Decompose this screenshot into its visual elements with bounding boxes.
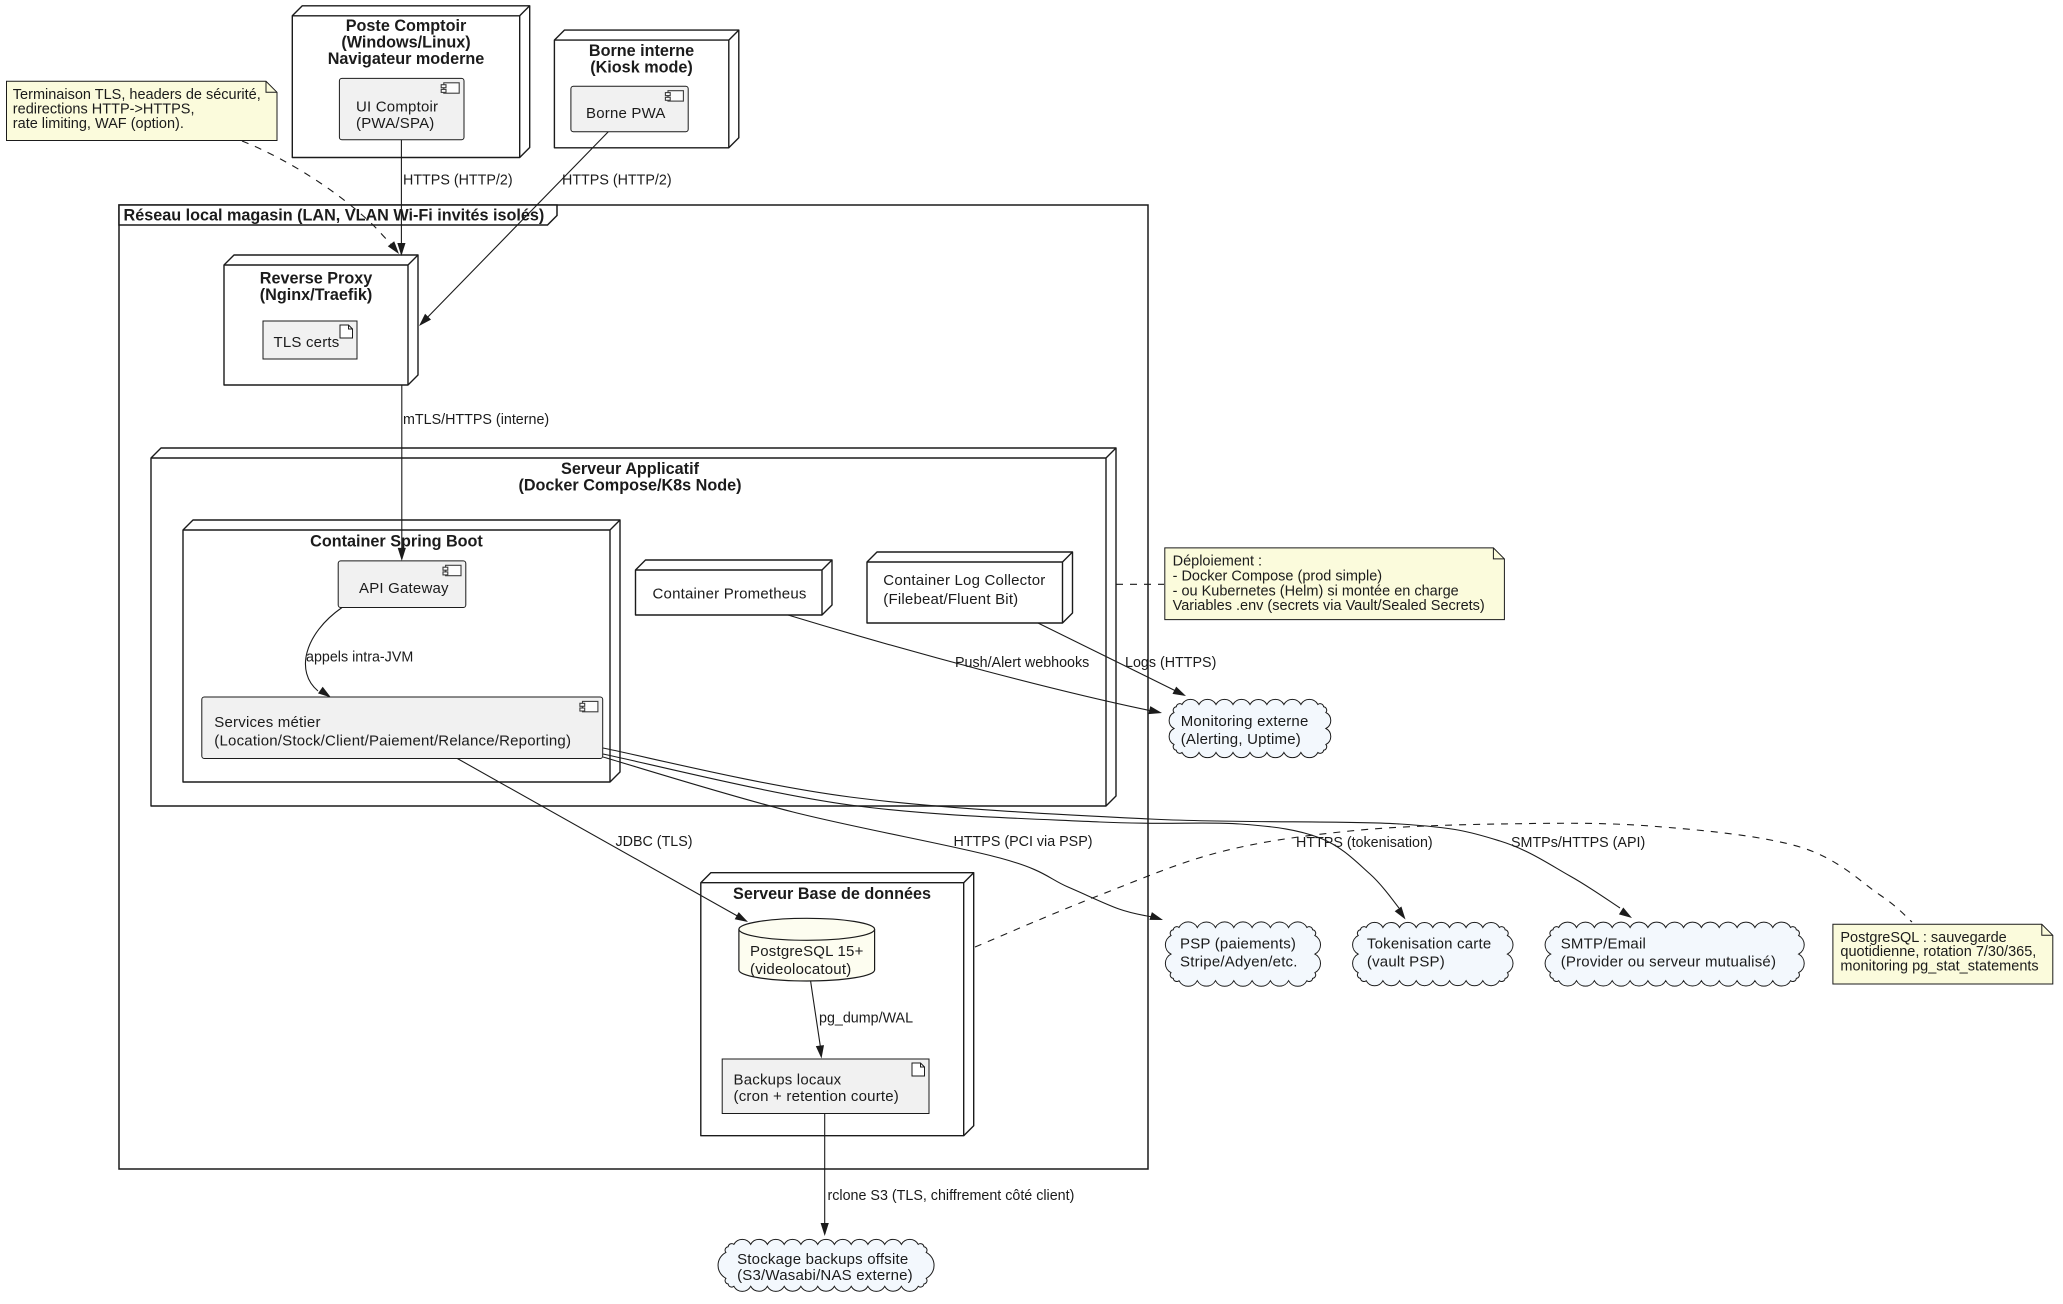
- svg-text:(S3/Wasabi/NAS externe): (S3/Wasabi/NAS externe): [737, 1267, 913, 1284]
- svg-text:rate limiting, WAF (option).: rate limiting, WAF (option).: [13, 116, 184, 132]
- svg-text:Serveur Base de données: Serveur Base de données: [733, 885, 931, 903]
- svg-text:PostgreSQL : sauvegarde: PostgreSQL : sauvegarde: [1840, 930, 2006, 946]
- svg-text:(cron + retention courte): (cron + retention courte): [734, 1088, 900, 1105]
- svg-text:Borne PWA: Borne PWA: [586, 105, 666, 122]
- svg-text:monitoring pg_stat_statements: monitoring pg_stat_statements: [1840, 959, 2038, 975]
- svg-text:mTLS/HTTPS (interne): mTLS/HTTPS (interne): [403, 412, 549, 428]
- svg-text:Container Log Collector: Container Log Collector: [883, 572, 1045, 589]
- svg-text:Container Prometheus: Container Prometheus: [653, 586, 807, 603]
- svg-text:Monitoring externe: Monitoring externe: [1181, 713, 1309, 730]
- svg-text:(Filebeat/Fluent Bit): (Filebeat/Fluent Bit): [883, 591, 1018, 608]
- svg-text:(Kiosk mode): (Kiosk mode): [590, 59, 693, 77]
- svg-text:(vault PSP): (vault PSP): [1367, 954, 1445, 971]
- svg-text:Reverse Proxy: Reverse Proxy: [260, 270, 373, 288]
- svg-text:UI Comptoir: UI Comptoir: [356, 98, 438, 115]
- svg-text:Stripe/Adyen/etc.: Stripe/Adyen/etc.: [1180, 954, 1298, 971]
- svg-text:Terminaison TLS, headers de sé: Terminaison TLS, headers de sécurité,: [13, 87, 261, 103]
- svg-text:(Location/Stock/Client/Paiemen: (Location/Stock/Client/Paiement/Relance/…: [214, 733, 571, 750]
- svg-text:(Provider ou serveur mutualisé: (Provider ou serveur mutualisé): [1561, 954, 1776, 971]
- svg-text:Navigateur moderne: Navigateur moderne: [328, 50, 485, 68]
- svg-text:Poste Comptoir: Poste Comptoir: [346, 17, 467, 35]
- svg-text:rclone S3 (TLS, chiffrement cô: rclone S3 (TLS, chiffrement côté client): [828, 1188, 1075, 1204]
- svg-text:Tokenisation carte: Tokenisation carte: [1367, 936, 1492, 953]
- svg-text:(videolocatout): (videolocatout): [750, 961, 851, 978]
- svg-text:pg_dump/WAL: pg_dump/WAL: [819, 1011, 913, 1027]
- svg-text:HTTPS (HTTP/2): HTTPS (HTTP/2): [562, 173, 672, 189]
- svg-text:redirections HTTP->HTTPS,: redirections HTTP->HTTPS,: [13, 102, 195, 118]
- svg-text:(PWA/SPA): (PWA/SPA): [356, 115, 434, 132]
- svg-text:(Windows/Linux): (Windows/Linux): [341, 34, 470, 52]
- svg-text:Déploiement :: Déploiement :: [1173, 554, 1262, 570]
- svg-text:Push/Alert webhooks: Push/Alert webhooks: [955, 655, 1089, 671]
- svg-text:Logs (HTTPS): Logs (HTTPS): [1125, 655, 1216, 671]
- svg-text:API Gateway: API Gateway: [359, 580, 449, 597]
- svg-text:TLS certs: TLS certs: [274, 334, 340, 351]
- svg-text:PSP (paiements): PSP (paiements): [1180, 936, 1296, 953]
- svg-text:appels intra-JVM: appels intra-JVM: [306, 650, 413, 666]
- svg-text:Backups locaux: Backups locaux: [734, 1072, 842, 1089]
- svg-text:Borne interne: Borne interne: [589, 42, 694, 60]
- svg-text:PostgreSQL 15+: PostgreSQL 15+: [750, 943, 864, 960]
- svg-text:HTTPS (PCI via PSP): HTTPS (PCI via PSP): [954, 834, 1093, 850]
- svg-text:Réseau local magasin (LAN, VLA: Réseau local magasin (LAN, VLAN Wi-Fi in…: [124, 207, 545, 225]
- svg-text:Serveur Applicatif: Serveur Applicatif: [561, 460, 700, 478]
- svg-text:- Docker Compose (prod simple): - Docker Compose (prod simple): [1173, 569, 1383, 585]
- svg-text:JDBC (TLS): JDBC (TLS): [616, 834, 693, 850]
- svg-text:quotidienne, rotation 7/30/365: quotidienne, rotation 7/30/365,: [1840, 944, 2036, 960]
- svg-text:Services métier: Services métier: [214, 714, 320, 731]
- svg-text:(Docker Compose/K8s Node): (Docker Compose/K8s Node): [518, 477, 741, 495]
- svg-text:- ou Kubernetes (Helm) si mont: - ou Kubernetes (Helm) si montée en char…: [1173, 583, 1459, 599]
- svg-text:Variables .env (secrets via Va: Variables .env (secrets via Vault/Sealed…: [1173, 598, 1485, 614]
- svg-text:SMTP/Email: SMTP/Email: [1561, 936, 1646, 953]
- svg-text:HTTPS (HTTP/2): HTTPS (HTTP/2): [403, 173, 513, 189]
- svg-text:SMTPs/HTTPS (API): SMTPs/HTTPS (API): [1511, 835, 1645, 851]
- svg-text:HTTPS (tokenisation): HTTPS (tokenisation): [1296, 835, 1433, 851]
- svg-text:Container Spring Boot: Container Spring Boot: [310, 533, 483, 551]
- svg-text:(Nginx/Traefik): (Nginx/Traefik): [260, 286, 372, 304]
- svg-text:(Alerting, Uptime): (Alerting, Uptime): [1181, 731, 1301, 748]
- svg-text:Stockage backups offsite: Stockage backups offsite: [737, 1251, 908, 1268]
